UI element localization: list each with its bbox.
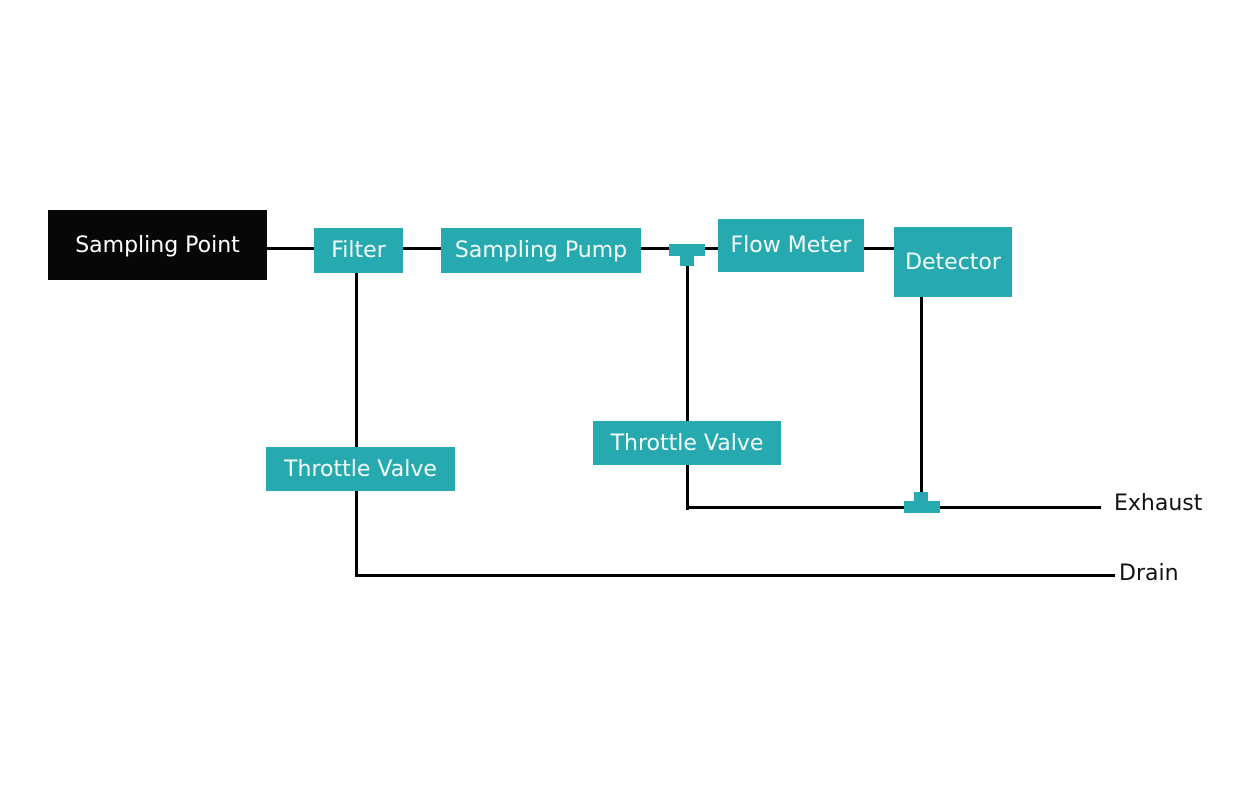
throttle-valve-exhaust-label: Throttle Valve <box>610 430 764 456</box>
sampling-point-node: Sampling Point <box>48 210 267 280</box>
sampling-pump-label: Sampling Pump <box>454 238 628 263</box>
detector-label: Detector <box>905 249 1001 275</box>
pipe-filter-to-pump <box>402 247 442 250</box>
pipe-detector-down <box>920 296 923 496</box>
filter-node: Filter <box>314 228 403 273</box>
pipe-pump-to-tee <box>640 247 672 250</box>
filter-label: Filter <box>331 238 386 263</box>
pipe-flow-meter-to-detector <box>863 247 895 250</box>
pipe-tee-to-flow-meter <box>702 247 720 250</box>
throttle-valve-drain-node: Throttle Valve <box>266 447 455 491</box>
sampling-point-label: Sampling Point <box>75 232 240 258</box>
flow-meter-node: Flow Meter <box>718 219 864 272</box>
pipe-throttle-to-exhaust <box>686 506 1101 509</box>
detector-node: Detector <box>894 227 1012 297</box>
pipe-tee-down <box>686 262 689 510</box>
pipe-filter-down <box>355 272 358 577</box>
throttle-valve-exhaust-node: Throttle Valve <box>593 421 781 465</box>
exhaust-label: Exhaust <box>1114 491 1203 516</box>
sampling-pump-node: Sampling Pump <box>441 228 641 273</box>
flow-meter-label: Flow Meter <box>730 233 852 258</box>
pipe-sampling-point-to-filter <box>266 247 316 250</box>
throttle-valve-drain-label: Throttle Valve <box>284 456 437 482</box>
pipe-drain <box>355 574 1115 577</box>
drain-label: Drain <box>1119 561 1179 586</box>
